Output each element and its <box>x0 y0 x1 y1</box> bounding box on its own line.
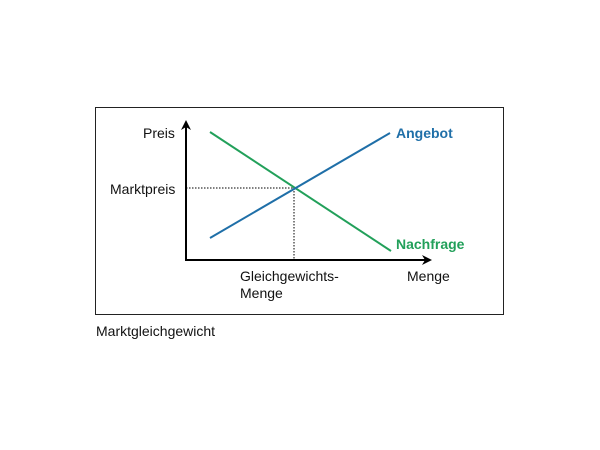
supply-curve <box>209 132 391 239</box>
equilibrium-quantity-label-1: Gleichgewichts- <box>240 268 339 284</box>
demand-label: Nachfrage <box>396 236 465 252</box>
diagram-frame <box>95 107 504 315</box>
market-price-label: Marktpreis <box>110 181 175 197</box>
x-axis-label: Menge <box>407 268 450 284</box>
diagram-caption: Marktgleichgewicht <box>96 323 216 339</box>
equilibrium-quantity-label-2: Menge <box>240 285 283 301</box>
y-axis-label: Preis <box>143 125 175 141</box>
supply-label: Angebot <box>396 125 453 141</box>
demand-curve <box>209 131 392 252</box>
